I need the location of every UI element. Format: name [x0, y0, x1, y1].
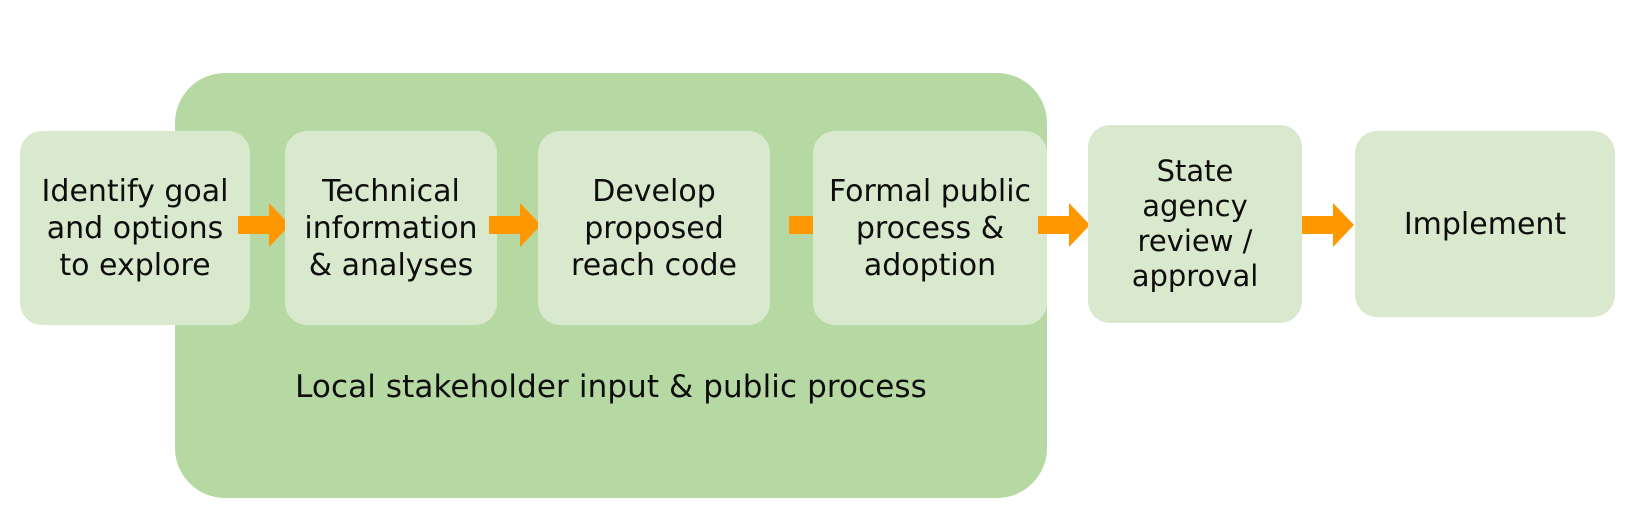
- step-box-state-agency-review[interactable]: State agency review / approval: [1088, 125, 1302, 323]
- right-arrow-icon-4: [1038, 203, 1090, 247]
- right-arrow-icon-1: [238, 203, 290, 247]
- step-box-develop-reach-code[interactable]: Develop proposed reach code: [538, 131, 770, 325]
- step-label-3: Develop proposed reach code: [571, 173, 737, 283]
- group-caption-label: Local stakeholder input & public process: [295, 369, 927, 405]
- step-label-4: Formal public process & adoption: [828, 173, 1032, 283]
- step-label-5: State agency review / approval: [1131, 154, 1259, 293]
- step-label-6: Implement: [1403, 206, 1567, 242]
- right-arrow-icon-5: [1302, 203, 1354, 247]
- right-arrow-icon-2: [489, 203, 541, 247]
- step-label-1: Identify goal and options to explore: [41, 173, 229, 283]
- step-box-technical-information[interactable]: Technical information & analyses: [285, 131, 497, 325]
- step-box-implement[interactable]: Implement: [1355, 131, 1615, 317]
- step-box-formal-public-process[interactable]: Formal public process & adoption: [813, 131, 1047, 325]
- step-box-identify-goal[interactable]: Identify goal and options to explore: [20, 131, 250, 325]
- step-label-2: Technical information & analyses: [304, 173, 478, 283]
